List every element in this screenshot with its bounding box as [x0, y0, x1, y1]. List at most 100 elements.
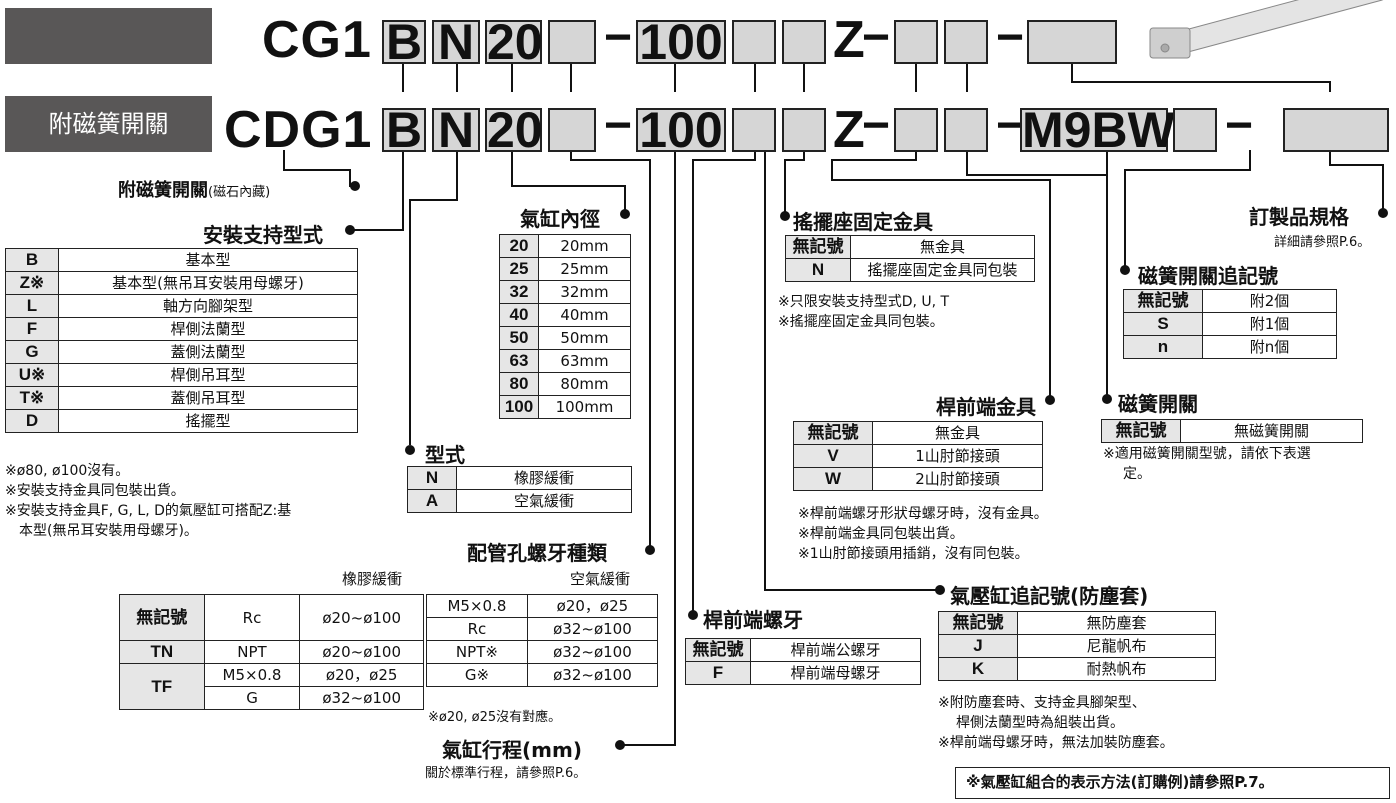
value-cell: M5×0.8: [426, 594, 528, 618]
dash: −: [862, 99, 891, 152]
table-row: 無記號無金具: [785, 235, 1035, 259]
value-cell: ø32~ø100: [526, 617, 659, 641]
code-port-box: [548, 108, 596, 152]
clevis-title: 搖擺座固定金具: [793, 210, 933, 234]
switch-notes: ※適用磁簧開關型號，請依下表選 定。: [1103, 446, 1311, 482]
code-cell: U※: [5, 363, 59, 387]
value-cell: 32mm: [538, 280, 631, 304]
value-cell: ø32~ø100: [526, 640, 659, 664]
code-boot-box: [944, 20, 988, 64]
code-cell: 無記號: [785, 235, 851, 259]
value-cell: 基本型(無吊耳安裝用母螺牙): [58, 271, 358, 295]
model-prefix-cdg1: CDG1: [224, 101, 373, 159]
type-title: 型式: [425, 443, 465, 467]
table-row: 無記號無磁簧開關: [1101, 419, 1363, 443]
code-rodthread-box: [732, 20, 776, 64]
value-cell: 附2個: [1202, 289, 1337, 313]
code-cell: J: [938, 634, 1018, 658]
value-cell: 搖擺座固定金具同包裝: [850, 258, 1035, 282]
value-cell: 無金具: [872, 421, 1043, 445]
value-cell: Rc: [426, 617, 528, 641]
switch-title: 磁簧開關: [1118, 392, 1198, 416]
code-z: Z: [833, 101, 866, 159]
code-switch-box: M9BW: [1020, 102, 1175, 158]
magnet-tag: 附磁簧開關: [5, 96, 212, 152]
value-cell: 橡膠緩衝: [456, 466, 632, 490]
value-cell: 尼龍帆布: [1017, 634, 1216, 658]
code-cell: A: [407, 489, 457, 513]
code-cell: 25: [499, 257, 539, 281]
switch-table: 無記號無磁簧開關: [1101, 419, 1363, 443]
dash: −: [604, 99, 633, 152]
value-cell: 蓋側法蘭型: [58, 340, 358, 364]
code-cell: n: [1123, 335, 1203, 359]
code-cell: 40: [499, 303, 539, 327]
code-cell: S: [1123, 312, 1203, 336]
code-cell: F: [5, 317, 59, 341]
code-cell: T※: [5, 386, 59, 410]
model-prefix-cg1: CG1: [262, 11, 372, 69]
value-cell: 100mm: [538, 395, 631, 419]
mount-title: 安裝支持型式: [203, 223, 323, 247]
value-cell: 桿側吊耳型: [58, 363, 358, 387]
code-cell: B: [5, 248, 59, 272]
code-clevis-box: [782, 20, 826, 64]
code-cell: V: [793, 444, 873, 468]
stroke-title: 氣缸行程(mm): [442, 738, 582, 762]
dash: −: [996, 99, 1025, 152]
code-order-box: [1027, 20, 1117, 64]
stroke-sub: 關於標準行程，請參照P.6。: [425, 766, 587, 781]
code-cell: 無記號: [685, 638, 751, 662]
value-cell: 80mm: [538, 372, 631, 396]
value-cell: 桿前端公螺牙: [750, 638, 921, 662]
table-row: U※桿側吊耳型: [5, 363, 358, 387]
code-cell: L: [5, 294, 59, 318]
rubber-cushion-label: 橡膠緩衝: [342, 570, 403, 588]
line1-blank-tag: [5, 8, 212, 64]
code-cell: 100: [499, 395, 539, 419]
port-note: ※ø20, ø25沒有對應。: [428, 710, 562, 725]
value-cell: 63mm: [538, 349, 631, 373]
port-title: 配管孔螺牙種類: [467, 541, 607, 565]
code-stroke-box: 100: [636, 17, 726, 67]
code-mount-box: B: [382, 105, 426, 155]
code-cell: 20: [499, 234, 539, 258]
value-cell: 1山肘節接頭: [872, 444, 1043, 468]
code-cell: Z※: [5, 271, 59, 295]
dash: −: [862, 11, 891, 64]
code-cell: 無記號: [938, 611, 1018, 635]
mount-notes: ※ø80, ø100沒有。 ※安裝支持金具同包裝出貨。 ※安裝支持金具F, G,…: [5, 463, 292, 539]
swqty-title: 磁簧開關追記號: [1138, 264, 1278, 288]
code-rodend-box: [894, 108, 938, 152]
value-cell: 無磁簧開關: [1180, 419, 1363, 443]
code-rodthread-box: [732, 108, 776, 152]
dash: −: [604, 11, 633, 64]
code-cell: 無記號: [1123, 289, 1203, 313]
code-port-box: [548, 20, 596, 64]
air-cushion-label: 空氣緩衝: [570, 570, 631, 588]
table-row: Z※基本型(無吊耳安裝用母螺牙): [5, 271, 358, 295]
code-cell: K: [938, 657, 1018, 681]
code-stroke-box: 100: [636, 105, 726, 155]
clevis-notes: ※只限安裝支持型式D, U, T ※搖擺座固定金具同包裝。: [778, 294, 950, 330]
